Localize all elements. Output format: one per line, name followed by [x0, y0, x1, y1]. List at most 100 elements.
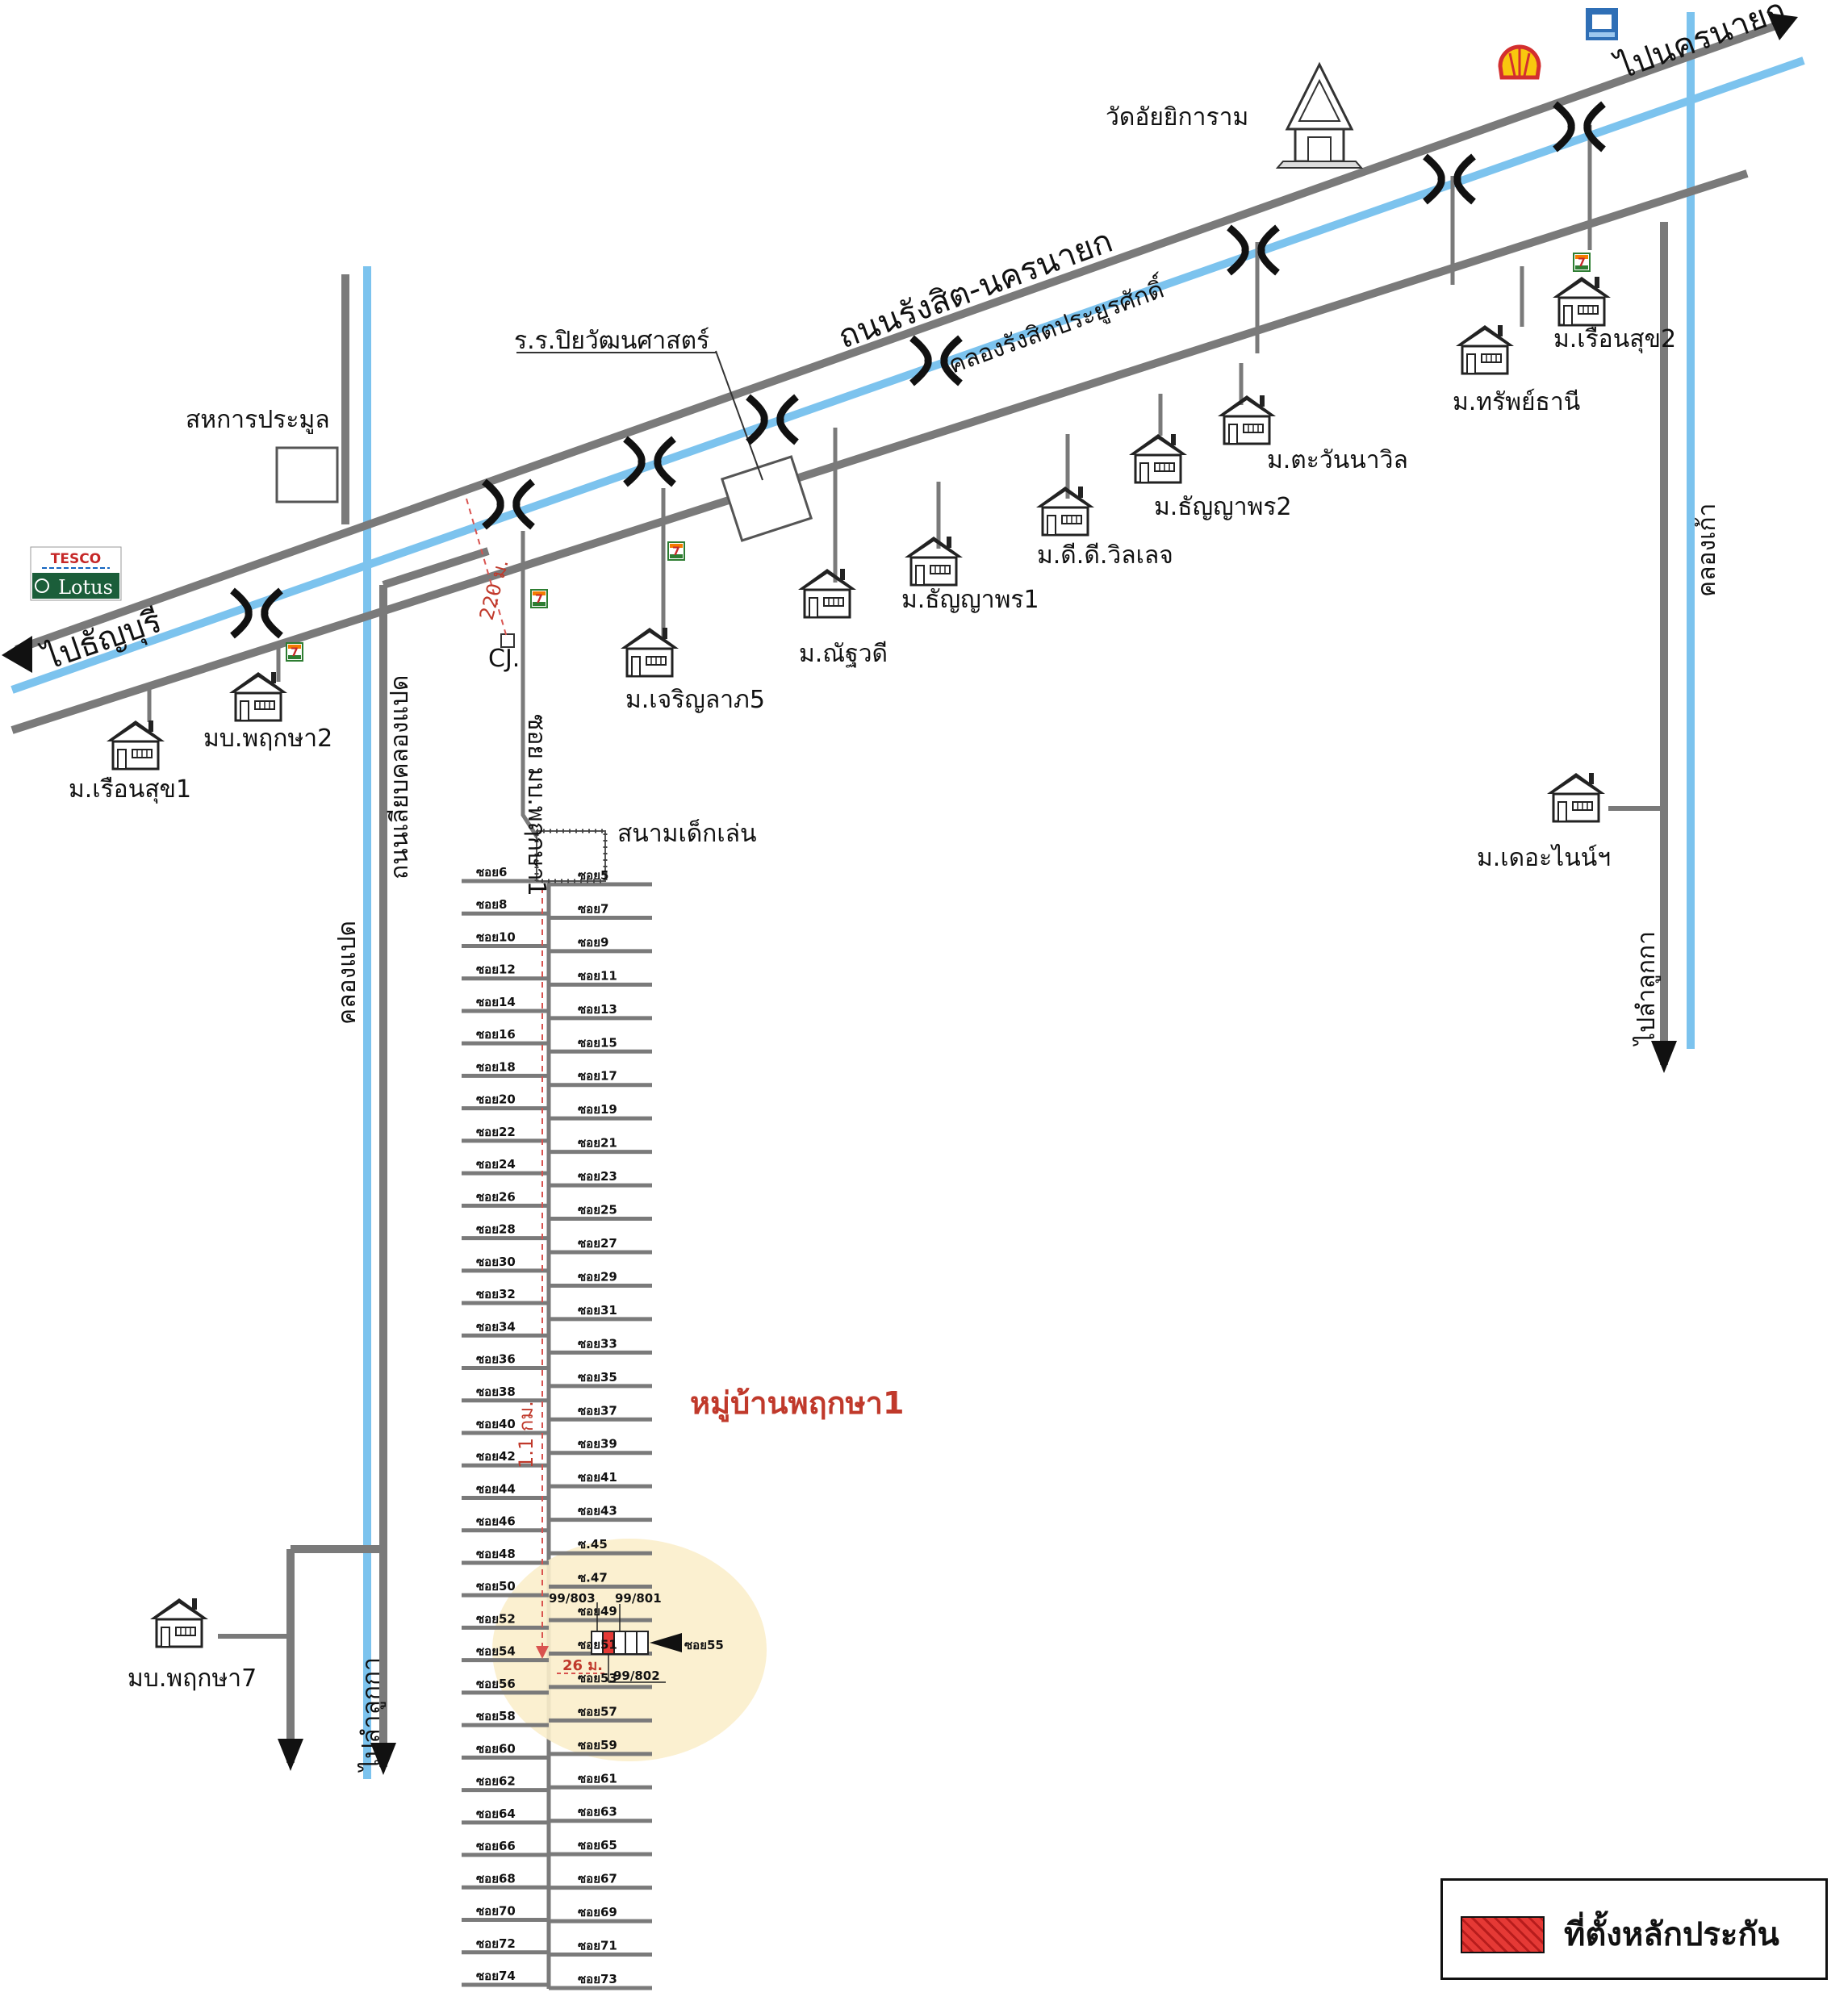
soi-label: ซอย17	[578, 1069, 617, 1084]
soi-label: ซอย56	[476, 1677, 516, 1691]
soi-label: ซอย63	[578, 1805, 617, 1819]
legend: ที่ตั้งหลักประกัน	[1440, 1878, 1828, 1980]
playground-label: สนามเด็กเล่น	[617, 818, 757, 848]
distance-route	[466, 498, 543, 1650]
village-label-tawan: ม.ตะวันนาวิล	[1267, 446, 1408, 474]
soi-label: ซอย52	[476, 1611, 516, 1626]
canal8-label: คลองแปด	[333, 921, 362, 1025]
soi-label: ซอย14	[476, 995, 516, 1009]
house-icon	[148, 1597, 210, 1648]
seven-eleven-icon	[1573, 253, 1591, 272]
soi-label: ซอย9	[578, 935, 608, 950]
soi-label: ซ.45	[578, 1537, 608, 1552]
soi-labels: ซอย6ซอย8ซอย10ซอย12ซอย14ซอย16ซอย18ซอย20ซอ…	[476, 865, 617, 1986]
soi-label: ซอย53	[578, 1671, 617, 1685]
house-icon	[1035, 485, 1096, 537]
soi-label: ซอย40	[476, 1417, 516, 1431]
soi-label: ซอย21	[578, 1136, 617, 1151]
soi-label: ซอย15	[578, 1035, 617, 1050]
soi-label: ซอย24	[476, 1157, 516, 1172]
soi-label: ซอย5	[578, 868, 608, 883]
soi-label: ซอย25	[578, 1203, 617, 1218]
collateral-plots	[591, 1602, 682, 1683]
house-icon	[796, 567, 858, 619]
village-pruksa1-label: หมู่บ้านพฤกษา1	[690, 1385, 904, 1422]
seven-eleven-icon	[530, 589, 548, 608]
village-label-dnine: ม.เดอะไนน์ฯ	[1477, 843, 1611, 872]
soi-label: ซอย35	[578, 1370, 617, 1385]
soi-label: ซอย42	[476, 1449, 516, 1464]
soi-label: ซอย74	[476, 1969, 516, 1983]
soi-label: ซอย51	[578, 1637, 617, 1652]
soi-label: ซอย38	[476, 1385, 516, 1399]
soi-label: ซอย57	[578, 1704, 617, 1719]
soi-label: ซอย29	[578, 1269, 617, 1284]
village-label-charoen5: ม.เจริญลาภ5	[625, 686, 765, 714]
house-icon	[1454, 324, 1516, 375]
legend-label: ที่ตั้งหลักประกัน	[1564, 1916, 1779, 1953]
to-lamlukka-label-2: ไปลำลูกกา	[357, 1657, 386, 1773]
soi-label: ซ.47	[578, 1571, 608, 1585]
soi-label: ซอย8	[476, 897, 507, 912]
bridge-icon	[484, 482, 533, 527]
village-label-pruksa2: มบ.พฤกษา2	[203, 725, 332, 753]
soi-label: ซอย72	[476, 1936, 516, 1951]
soi-label: ซอย67	[578, 1872, 617, 1886]
soi-label: ซอย23	[578, 1169, 617, 1184]
soi-label: ซอย10	[476, 929, 516, 944]
soi-label: ซอย12	[476, 963, 516, 977]
soi-label: ซอย68	[476, 1871, 516, 1886]
canals	[10, 12, 1805, 1779]
soi-road-label: ซอย มบ.พฤกษา1	[522, 714, 550, 896]
soi-label: ซอย71	[578, 1939, 617, 1953]
soi-label: ซอย62	[476, 1774, 516, 1789]
soi-label: ซอย13	[578, 1002, 617, 1017]
temple-icon	[1275, 61, 1364, 169]
soi-label: ซอย18	[476, 1059, 516, 1074]
school-label: ร.ร.ปิยวัฒนศาสตร์	[514, 327, 709, 355]
soi-label: ซอย65	[578, 1838, 617, 1852]
soi-label: ซอย46	[476, 1514, 516, 1529]
cj-label: CJ.	[488, 645, 520, 673]
soi-label: ซอย69	[578, 1905, 617, 1919]
canal9-label: คลองเก้า	[1693, 503, 1721, 597]
legend-swatch	[1461, 1916, 1545, 1953]
house-icon	[619, 626, 680, 678]
cj-store	[500, 633, 515, 648]
soi-label: ซอย41	[578, 1470, 617, 1485]
village-label-pruksa7: มบ.พฤกษา7	[128, 1664, 257, 1693]
soi-label: ซอย59	[578, 1738, 617, 1752]
house-icon	[1127, 432, 1189, 484]
tesco-lotus-logo: TESCO Lotus	[30, 546, 122, 601]
soi-label: ซอย70	[476, 1904, 516, 1919]
soi-label: ซอย31	[578, 1303, 617, 1318]
plot-803-label: 99/803	[549, 1591, 596, 1606]
soi-label: ซอย20	[476, 1092, 516, 1107]
soi-label: ซอย64	[476, 1806, 516, 1821]
soi-label: ซอย30	[476, 1255, 516, 1269]
soi-grid	[462, 879, 652, 1990]
seven-eleven-icon	[667, 541, 685, 561]
shell-icon	[1498, 44, 1541, 80]
map-labels: ไปธัญบุรี ไปนครนายก ถนนรังสิต-นครนายก คล…	[36, 0, 1790, 1773]
soi-label: ซอย26	[476, 1189, 516, 1204]
house-icon	[903, 535, 964, 587]
soi55-arrow-label: ซอย55	[684, 1638, 724, 1652]
house-icon	[105, 719, 166, 771]
soi-label: ซอย7	[578, 901, 608, 916]
village-label-thanya2: ม.ธัญญาพร2	[1154, 493, 1292, 521]
soi-label: ซอย58	[476, 1709, 516, 1723]
soi-label: ซอย49	[578, 1604, 617, 1618]
roads	[10, 16, 1793, 1767]
school-building	[720, 455, 813, 542]
soi-label: ซอย22	[476, 1125, 516, 1139]
soi-label: ซอย66	[476, 1839, 516, 1853]
soi-label: ซอย32	[476, 1287, 516, 1301]
soi-label: ซอย27	[578, 1236, 617, 1251]
soi-label: ซอย11	[578, 968, 617, 983]
village-label-sap: ม.ทรัพย์ธานี	[1453, 388, 1580, 416]
soi-label: ซอย33	[578, 1336, 617, 1351]
soi-label: ซอย16	[476, 1027, 516, 1042]
village-label-ruensuk2: ม.เรือนสุข2	[1553, 325, 1676, 354]
